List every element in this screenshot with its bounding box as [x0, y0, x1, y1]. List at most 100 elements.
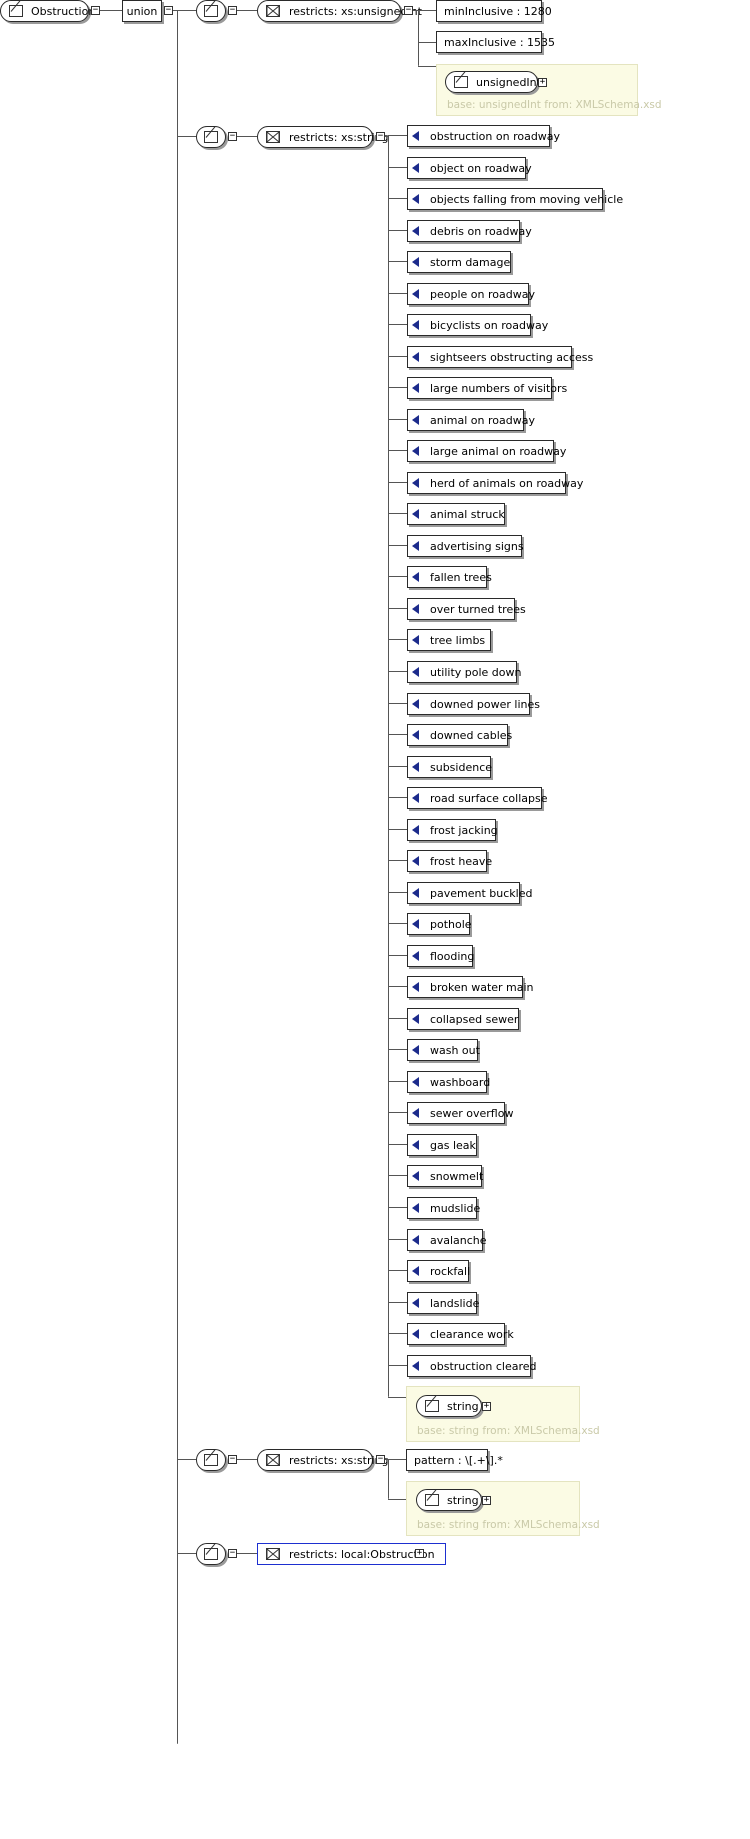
- enumeration-item[interactable]: frost heave: [407, 850, 492, 872]
- connector: [388, 1112, 407, 1113]
- union-node[interactable]: union: [122, 0, 162, 22]
- enumeration-item[interactable]: landslide: [407, 1292, 479, 1314]
- member3-restriction-node[interactable]: restricts: xs:string: [257, 1449, 389, 1471]
- member1-simple-type-node[interactable]: [196, 0, 226, 22]
- collapse-toggle-member1-restriction[interactable]: −: [404, 5, 413, 15]
- expand-toggle-member1-base[interactable]: +: [538, 77, 547, 87]
- enumeration-item[interactable]: avalanche: [407, 1229, 487, 1251]
- enumeration-item[interactable]: tree limbs: [407, 629, 491, 651]
- member2-simple-type-node[interactable]: [196, 126, 226, 148]
- member3-pattern-facet[interactable]: pattern : \[.+\].*: [406, 1449, 503, 1471]
- enumeration-item[interactable]: clearance work: [407, 1323, 514, 1345]
- member1-base-type-node[interactable]: unsignedInt: [445, 71, 541, 93]
- enumeration-label: wash out: [430, 1043, 480, 1057]
- enumeration-item[interactable]: fallen trees: [407, 566, 492, 588]
- enumeration-item[interactable]: gas leak: [407, 1134, 477, 1156]
- enumeration-item[interactable]: objects falling from moving vehicle: [407, 188, 623, 210]
- expand-toggle-member2-base[interactable]: +: [482, 1401, 491, 1411]
- enumeration-item[interactable]: large numbers of visitors: [407, 377, 567, 399]
- root-obstruction-node[interactable]: Obstruction: [0, 0, 95, 22]
- simple-type-icon: [9, 5, 23, 17]
- connector: [177, 136, 196, 137]
- enumeration-item[interactable]: animal on roadway: [407, 409, 535, 431]
- enumeration-item[interactable]: advertising signs: [407, 535, 524, 557]
- connector: [388, 1499, 406, 1500]
- member4-simple-type-node[interactable]: [196, 1543, 226, 1565]
- enumeration-item[interactable]: road surface collapse: [407, 787, 548, 809]
- enumeration-item[interactable]: snowmelt: [407, 1165, 483, 1187]
- member4-restriction-node[interactable]: restricts: local:Obstruction: [257, 1543, 446, 1565]
- union-label: union: [126, 4, 158, 18]
- enumeration-item[interactable]: subsidence: [407, 756, 492, 778]
- collapse-toggle-member3-restriction[interactable]: −: [376, 1454, 385, 1464]
- member2-base-type-node[interactable]: string: [416, 1395, 482, 1417]
- enumeration-item[interactable]: flooding: [407, 945, 475, 967]
- enumeration-label: object on roadway: [430, 161, 532, 175]
- enumeration-item[interactable]: over turned trees: [407, 598, 526, 620]
- enumeration-label: obstruction on roadway: [430, 129, 561, 143]
- connector: [388, 671, 407, 672]
- pattern-label: pattern : \[.+\].*: [414, 1453, 503, 1467]
- member3-base-type-node[interactable]: string: [416, 1489, 482, 1511]
- enumeration-arrow-icon: [412, 415, 419, 425]
- member3-simple-type-node[interactable]: [196, 1449, 226, 1471]
- enumeration-arrow-icon: [412, 541, 419, 551]
- collapse-toggle-union[interactable]: −: [164, 5, 173, 15]
- connector: [388, 639, 407, 640]
- collapse-toggle-root[interactable]: −: [91, 5, 100, 15]
- expand-toggle-member3-base[interactable]: +: [482, 1495, 491, 1505]
- restriction-bowtie-icon: [266, 1548, 280, 1560]
- connector: [388, 1144, 407, 1145]
- enumeration-item[interactable]: obstruction on roadway: [407, 125, 560, 147]
- enumeration-item[interactable]: people on roadway: [407, 283, 535, 305]
- enumeration-item[interactable]: frost jacking: [407, 819, 498, 841]
- collapse-toggle-member2[interactable]: −: [228, 131, 237, 141]
- enumeration-item[interactable]: wash out: [407, 1039, 480, 1061]
- enumeration-item[interactable]: obstruction cleared: [407, 1355, 537, 1377]
- enumeration-item[interactable]: washboard: [407, 1071, 490, 1093]
- connector: [388, 892, 407, 893]
- enumeration-item[interactable]: utility pole down: [407, 661, 522, 683]
- restriction-bowtie-icon: [266, 131, 280, 143]
- enumeration-arrow-icon: [412, 1203, 419, 1213]
- enumeration-item[interactable]: pothole: [407, 913, 472, 935]
- enumeration-item[interactable]: herd of animals on roadway: [407, 472, 583, 494]
- member1-facet-max[interactable]: maxInclusive : 1535: [436, 31, 555, 53]
- enumeration-item[interactable]: rockfall: [407, 1260, 470, 1282]
- facet-label: maxInclusive : 1535: [444, 35, 556, 49]
- enumeration-item[interactable]: downed cables: [407, 724, 512, 746]
- simple-type-icon: [454, 76, 468, 88]
- connector: [388, 356, 407, 357]
- enumeration-item[interactable]: sightseers obstructing access: [407, 346, 593, 368]
- enumeration-item[interactable]: collapsed sewer: [407, 1008, 519, 1030]
- enumeration-item[interactable]: large animal on roadway: [407, 440, 566, 462]
- enumeration-label: mudslide: [430, 1201, 481, 1215]
- collapse-toggle-member4[interactable]: −: [228, 1548, 237, 1558]
- connector: [388, 1049, 407, 1050]
- enumeration-item[interactable]: object on roadway: [407, 157, 532, 179]
- enumeration-label: flooding: [430, 949, 475, 963]
- connector: [418, 10, 436, 11]
- expand-toggle-member4[interactable]: +: [415, 1548, 424, 1558]
- enumeration-item[interactable]: downed power lines: [407, 693, 540, 715]
- enumeration-label: sewer overflow: [430, 1106, 514, 1120]
- collapse-toggle-member1[interactable]: −: [228, 5, 237, 15]
- enumeration-item[interactable]: sewer overflow: [407, 1102, 513, 1124]
- enumeration-arrow-icon: [412, 730, 419, 740]
- enumeration-arrow-icon: [412, 1298, 419, 1308]
- member1-restriction-node[interactable]: restricts: xs:unsignedInt: [257, 0, 422, 22]
- collapse-toggle-member3[interactable]: −: [228, 1454, 237, 1464]
- member1-facet-min[interactable]: minInclusive : 1280: [436, 0, 552, 22]
- member2-restriction-node[interactable]: restricts: xs:string: [257, 126, 389, 148]
- enumeration-item[interactable]: animal struck: [407, 503, 505, 525]
- enumeration-arrow-icon: [412, 446, 419, 456]
- connector: [388, 261, 407, 262]
- connector: [385, 136, 388, 137]
- enumeration-item[interactable]: storm damage: [407, 251, 511, 273]
- enumeration-item[interactable]: bicyclists on roadway: [407, 314, 548, 336]
- enumeration-item[interactable]: mudslide: [407, 1197, 481, 1219]
- enumeration-item[interactable]: debris on roadway: [407, 220, 532, 242]
- enumeration-item[interactable]: broken water main: [407, 976, 534, 998]
- collapse-toggle-member2-restriction[interactable]: −: [376, 131, 385, 141]
- enumeration-item[interactable]: pavement buckled: [407, 882, 532, 904]
